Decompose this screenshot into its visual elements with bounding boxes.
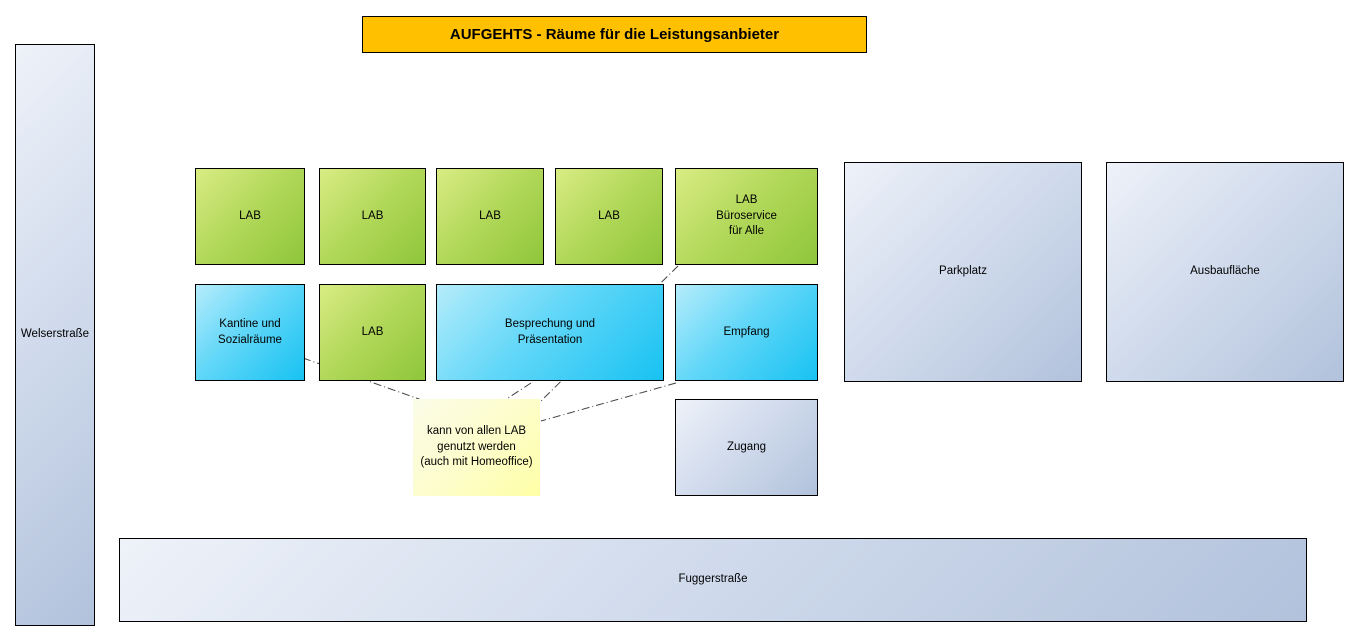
room-lab-2-label: LAB xyxy=(361,209,384,222)
area-parkplatz: Parkplatz xyxy=(844,162,1082,382)
room-lab-1: LAB xyxy=(195,168,305,265)
room-besprechung: Besprechung und Präsentation xyxy=(436,284,664,381)
room-lab-4: LAB xyxy=(555,168,663,265)
room-empfang: Empfang xyxy=(675,284,818,381)
room-kantine-label: Kantine und Sozialräume xyxy=(218,317,282,346)
area-zugang: Zugang xyxy=(675,399,818,496)
note-lab-usage: kann von allen LAB genutzt werden (auch … xyxy=(413,399,540,496)
room-lab-bueroservice: LAB Büroservice für Alle xyxy=(675,168,818,265)
street-fuggerstrasse-label: Fuggerstraße xyxy=(678,573,748,586)
diagram-title-label: AUFGEHTS - Räume für die Leistungsanbiet… xyxy=(449,26,780,43)
room-empfang-label: Empfang xyxy=(723,325,770,338)
diagram-title: AUFGEHTS - Räume für die Leistungsanbiet… xyxy=(362,16,867,53)
room-kantine: Kantine und Sozialräume xyxy=(195,284,305,381)
room-lab-3: LAB xyxy=(436,168,544,265)
area-parkplatz-label: Parkplatz xyxy=(939,265,987,278)
street-fuggerstrasse: Fuggerstraße xyxy=(119,538,1307,622)
room-lab-5-label: LAB xyxy=(361,325,384,338)
connector-note-besprechung xyxy=(504,382,532,401)
room-lab-2: LAB xyxy=(319,168,426,265)
room-lab-5: LAB xyxy=(319,284,426,381)
area-zugang-label: Zugang xyxy=(726,440,766,453)
room-lab-1-label: LAB xyxy=(239,209,261,222)
area-ausbauflaeche-label: Ausbaufläche xyxy=(1190,265,1260,278)
area-ausbauflaeche: Ausbaufläche xyxy=(1106,162,1344,382)
connector-note-empfang xyxy=(540,382,677,422)
room-lab-4-label: LAB xyxy=(598,209,620,222)
room-lab-3-label: LAB xyxy=(479,209,501,222)
room-besprechung-label: Besprechung und Präsentation xyxy=(504,317,596,346)
room-lab-bueroservice-label: LAB Büroservice für Alle xyxy=(716,194,777,238)
street-welserstrasse-label: Welserstraße xyxy=(20,328,90,341)
street-welserstrasse: Welserstraße xyxy=(15,44,95,626)
note-lab-usage-label: kann von allen LAB genutzt werden (auch … xyxy=(420,425,533,469)
